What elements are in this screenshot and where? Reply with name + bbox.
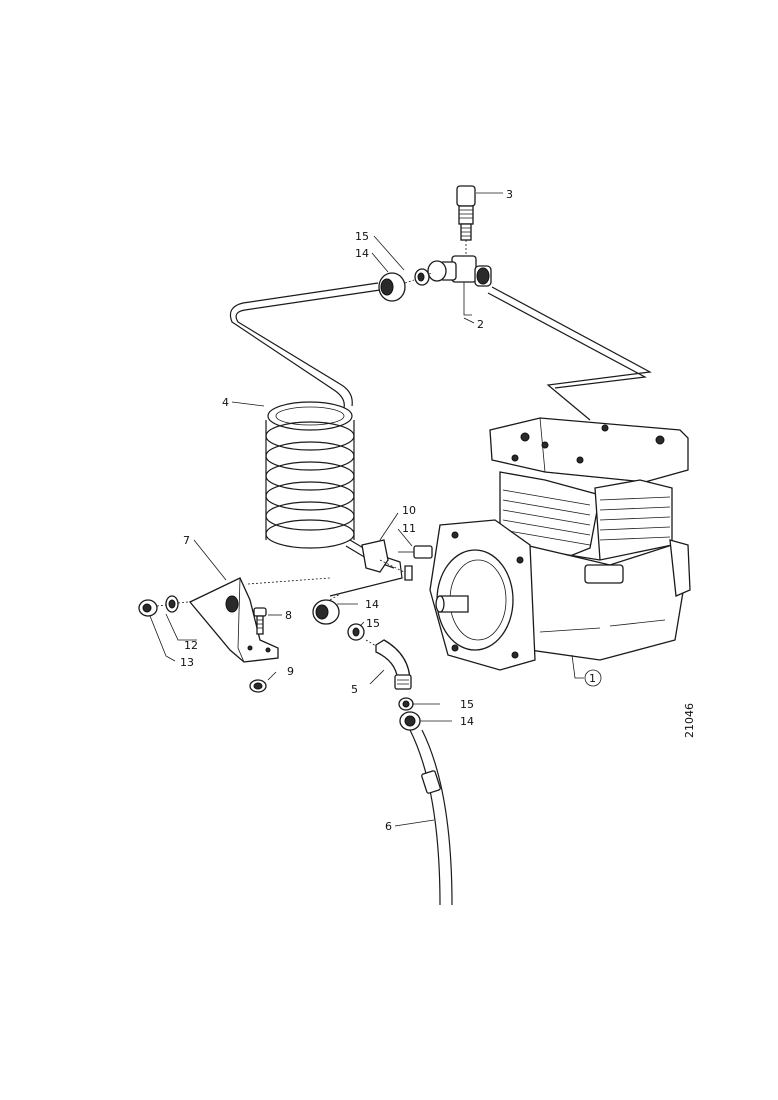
callout-14-lower: 14 (460, 715, 474, 728)
compressor (429, 417, 691, 671)
callout-14-upper: 14 (355, 247, 369, 260)
callout-labels: 1 2 3 4 5 6 7 8 9 10 11 12 13 14 15 14 1… (180, 188, 596, 833)
leader-lines (149, 192, 602, 827)
callout-2: 2 (477, 318, 484, 331)
callout-4: 4 (222, 396, 229, 409)
hose-6 (409, 729, 453, 906)
nut-14-upper (378, 260, 447, 302)
callout-15-upper: 15 (355, 230, 369, 243)
callout-7: 7 (183, 534, 190, 547)
callout-11: 11 (402, 522, 416, 535)
nut-9 (249, 679, 267, 693)
clamp-10 (361, 539, 433, 581)
nut-14-lower (398, 697, 421, 731)
callout-13: 13 (180, 656, 194, 669)
compressor-feed-pipe (487, 286, 652, 421)
callout-15-middle: 15 (366, 617, 380, 630)
figure-number: 21046 (683, 703, 696, 738)
nut-14-middle (312, 593, 365, 641)
callout-3: 3 (506, 188, 513, 201)
cooling-coil-4 (229, 282, 403, 597)
callout-15-lower: 15 (460, 698, 474, 711)
connector-3 (456, 185, 476, 256)
elbow-5 (365, 639, 412, 690)
callout-8: 8 (285, 609, 292, 622)
bracket-7 (188, 577, 331, 663)
callout-14-middle: 14 (365, 598, 379, 611)
nut-13-washer-12 (138, 595, 189, 617)
tee-fitting-2 (439, 255, 492, 316)
callout-10: 10 (402, 504, 416, 517)
callout-1: 1 (589, 672, 596, 685)
callout-6: 6 (385, 820, 392, 833)
callout-12: 12 (184, 639, 198, 652)
callout-5: 5 (351, 683, 358, 696)
bolt-8 (253, 607, 267, 635)
callout-9: 9 (287, 665, 294, 678)
